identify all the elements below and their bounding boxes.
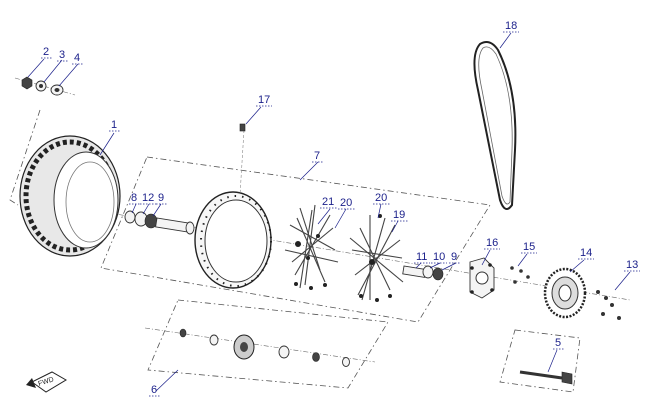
axle-frame [499, 329, 581, 393]
callout-18: 18 [505, 20, 517, 32]
callout-3: 3 [59, 49, 65, 61]
tire-part [19, 135, 121, 257]
callout-8: 8 [131, 192, 137, 204]
sprocket-part [543, 267, 587, 319]
hub-assembly-frame [147, 299, 389, 389]
callout-5: 5 [555, 337, 561, 349]
cap-nut-part [50, 84, 64, 96]
callout-2: 2 [43, 46, 49, 58]
callout-17: 17 [258, 94, 270, 106]
callout-6: 6 [151, 384, 157, 396]
callout-15: 15 [523, 241, 535, 253]
callout-21: 21 [322, 196, 334, 208]
callout-14: 14 [580, 247, 592, 259]
nut-part [21, 76, 33, 90]
callout-4: 4 [74, 52, 80, 64]
fwd-label: FWD [37, 376, 54, 388]
callout-11: 11 [416, 251, 427, 263]
spacer-left-part [124, 210, 195, 235]
callout-20-left: 20 [340, 197, 352, 209]
spacer-right-part [402, 265, 444, 281]
callout-16: 16 [486, 237, 498, 249]
wheel-assembly-frame [100, 156, 491, 323]
callout-1: 1 [111, 119, 117, 131]
callout-7: 7 [314, 150, 320, 162]
valve-part [239, 123, 246, 196]
sprocket-carrier-part [469, 257, 495, 299]
rim-part [194, 191, 272, 289]
bolt-set-part [510, 266, 530, 284]
callout-9-right: 9 [451, 251, 457, 263]
chain-part [473, 41, 517, 210]
callout-20-right: 20 [375, 192, 387, 204]
spoke-set-left [284, 204, 339, 290]
washer-part [35, 80, 47, 92]
hub-assembly-part [179, 328, 350, 367]
fwd-arrow: FWD [26, 371, 67, 393]
wheel-axis [19, 197, 631, 301]
hub-axis [144, 327, 376, 363]
callout-labels: 1 2 3 4 8 12 9 17 7 21 20 20 19 11 10 9 … [41, 20, 640, 397]
axle-part [519, 370, 573, 385]
sprocket-nut-set-part [596, 290, 621, 320]
spoke-set-right [349, 214, 404, 302]
nut-group-frame [9, 109, 41, 206]
callout-12: 12 [142, 192, 154, 204]
callout-13: 13 [626, 259, 638, 271]
callout-10: 10 [433, 251, 445, 263]
callout-9-left: 9 [158, 192, 164, 204]
callout-19: 19 [393, 209, 405, 221]
leader-lines [27, 32, 631, 392]
